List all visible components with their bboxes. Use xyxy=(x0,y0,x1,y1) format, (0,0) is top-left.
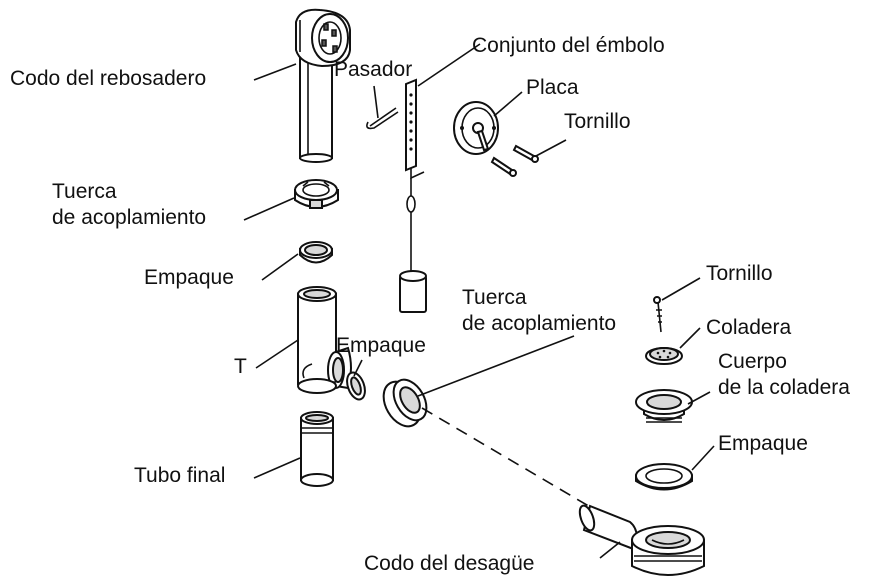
label-screw-right: Tornillo xyxy=(706,262,773,285)
tailpiece-part xyxy=(300,411,334,487)
strainer-body-part xyxy=(635,389,693,423)
tee-part xyxy=(297,286,352,394)
drain-elbow-part xyxy=(578,504,705,576)
label-plunger-assembly: Conjunto del émbolo xyxy=(472,34,665,57)
label-pin: Pasador xyxy=(334,58,413,81)
label-coupling-nut-left-2: de acoplamiento xyxy=(52,206,207,229)
label-strainer-body-2: de la coladera xyxy=(718,376,850,399)
label-coupling-nut-left-1: Tuerca xyxy=(52,180,117,203)
label-gasket-left: Empaque xyxy=(144,266,234,289)
label-screw-top: Tornillo xyxy=(564,110,631,133)
coupling-nut-mid-part xyxy=(382,378,428,428)
gasket-right-part xyxy=(635,463,693,491)
strainer-part xyxy=(645,347,683,365)
label-strainer: Coladera xyxy=(706,316,792,339)
label-coupling-nut-mid-1: Tuerca xyxy=(462,286,527,309)
overflow-elbow-part xyxy=(295,8,351,163)
gasket-tee-part xyxy=(346,371,366,401)
plunger-assembly-part xyxy=(399,78,427,313)
label-overflow-elbow: Codo del rebosadero xyxy=(10,67,207,90)
label-gasket-right: Empaque xyxy=(718,432,808,455)
leader-lines xyxy=(243,43,715,559)
screws-top-part xyxy=(490,144,539,177)
label-plate: Placa xyxy=(526,76,579,99)
screw-right-part xyxy=(653,296,662,333)
connection-dashed-line xyxy=(421,407,593,509)
label-tailpiece: Tubo final xyxy=(134,464,226,487)
label-drain-elbow: Codo del desagüe xyxy=(364,552,535,575)
label-tee: T xyxy=(234,355,247,378)
label-strainer-body-1: Cuerpo xyxy=(718,350,787,373)
label-coupling-nut-mid-2: de acoplamiento xyxy=(462,312,617,335)
gasket-left-part xyxy=(299,241,333,264)
label-gasket-tee: Empaque xyxy=(336,334,426,357)
coupling-nut-left-part xyxy=(294,179,339,209)
plate-part xyxy=(453,101,499,155)
pin-part xyxy=(366,107,399,130)
